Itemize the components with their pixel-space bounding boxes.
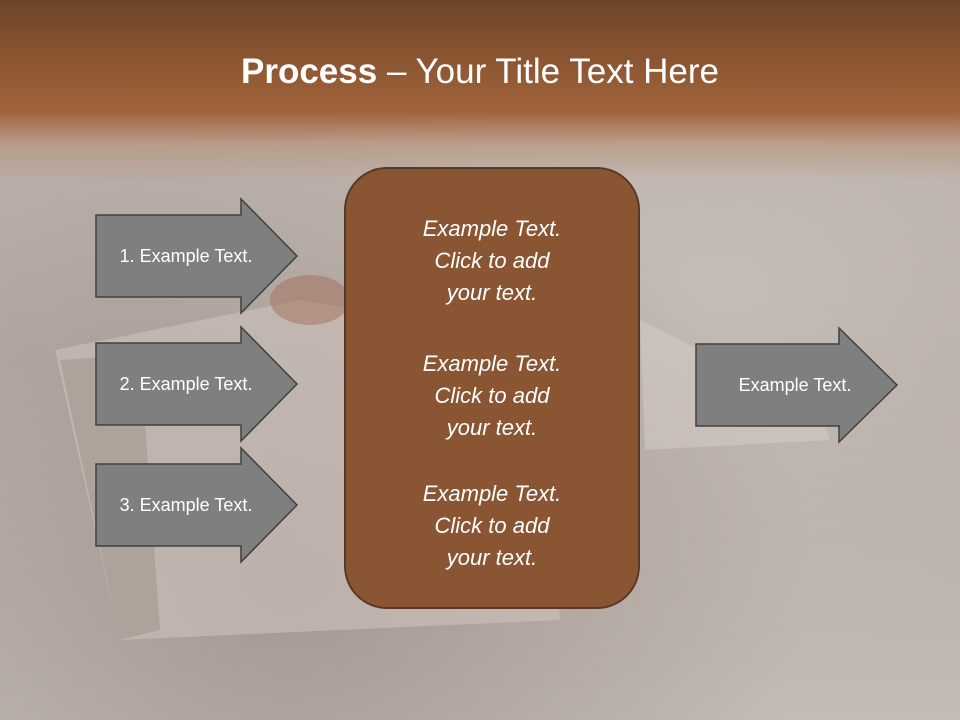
center-process-box — [344, 167, 640, 609]
center-text-block-1[interactable]: Example Text. Click to add your text. — [345, 213, 639, 309]
output-arrow-label[interactable]: Example Text. — [738, 374, 852, 395]
center-text-block-2[interactable]: Example Text. Click to add your text. — [345, 348, 639, 444]
title-rest: – Your Title Text Here — [377, 52, 719, 91]
title-bold: Process — [241, 52, 378, 91]
center-text-3-line1: Example Text. — [422, 481, 562, 506]
input-arrow-2-label[interactable]: 2. Example Text. — [119, 373, 253, 394]
center-text-2-line2: Click to add — [434, 383, 550, 408]
center-text-1-line1: Example Text. — [422, 216, 562, 241]
slide-title: Process – Your Title Text Here — [0, 52, 960, 92]
center-text-3-line2: Click to add — [434, 513, 550, 538]
center-text-3-line3: your text. — [446, 545, 538, 570]
input-arrow-2 — [95, 325, 299, 443]
input-arrow-1 — [95, 197, 299, 315]
input-arrow-3-label[interactable]: 3. Example Text. — [119, 494, 253, 515]
center-text-2-line3: your text. — [446, 415, 538, 440]
output-arrow — [695, 326, 899, 444]
center-text-1-line2: Click to add — [434, 248, 550, 273]
center-text-1-line3: your text. — [446, 280, 538, 305]
center-text-2-line1: Example Text. — [422, 351, 562, 376]
input-arrow-1-label[interactable]: 1. Example Text. — [119, 245, 253, 266]
title-bar — [0, 0, 960, 180]
input-arrow-3 — [95, 446, 299, 564]
center-text-block-3[interactable]: Example Text. Click to add your text. — [345, 478, 639, 574]
